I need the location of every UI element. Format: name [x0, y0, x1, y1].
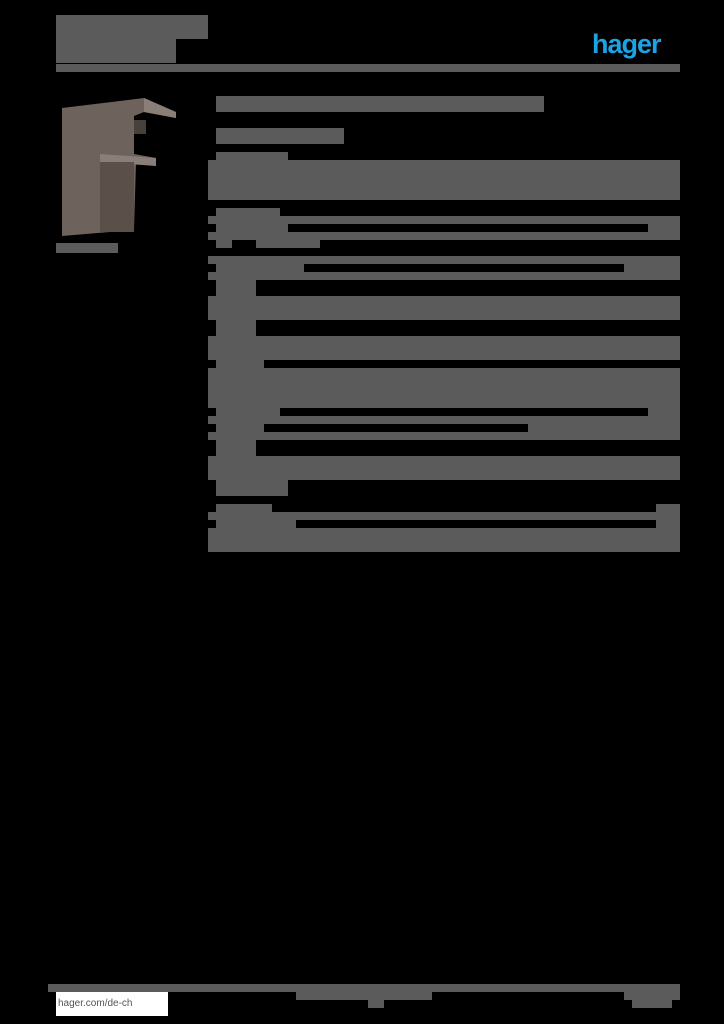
spec-row	[208, 528, 680, 552]
section-heading	[216, 208, 280, 216]
footer-page-number	[624, 992, 680, 1000]
spec-row	[208, 456, 680, 480]
spec-row	[208, 416, 680, 424]
section-heading	[216, 504, 272, 512]
footer-center-text	[296, 992, 432, 1000]
product-caption	[56, 243, 118, 253]
spec-label	[216, 408, 280, 416]
spec-row	[208, 216, 680, 224]
footer-page-number	[632, 1000, 672, 1008]
spec-row	[208, 256, 680, 264]
section-heading	[216, 480, 288, 496]
spec-row	[208, 336, 680, 360]
header-rule	[56, 64, 680, 72]
header-title-line-1	[56, 15, 208, 39]
section-heading	[216, 360, 264, 368]
section-description	[208, 160, 680, 200]
spec-label	[216, 240, 232, 248]
spec-label	[216, 424, 264, 432]
footer-rule	[48, 984, 680, 992]
header-title-line-2	[56, 39, 176, 63]
spec-row	[208, 272, 680, 280]
hager-logo: hager	[592, 29, 662, 59]
spec-value	[528, 424, 680, 432]
spec-value	[648, 224, 680, 232]
spec-row	[208, 512, 680, 520]
spec-label	[216, 264, 304, 272]
page-title	[216, 96, 544, 112]
footer-url-link[interactable]: hager.com/de-ch	[56, 992, 168, 1016]
spec-row	[208, 296, 680, 320]
footer-center-text	[368, 1000, 384, 1008]
spec-label	[216, 224, 288, 232]
product-image	[62, 98, 176, 236]
section-heading	[216, 280, 256, 296]
spec-value	[648, 408, 680, 416]
spec-value	[656, 504, 680, 528]
spec-label	[216, 520, 296, 528]
section-heading	[216, 320, 256, 336]
page-subtitle	[216, 128, 344, 144]
section-heading	[216, 152, 288, 160]
spec-row	[208, 232, 680, 240]
spec-row	[208, 432, 680, 440]
section-heading	[216, 440, 256, 456]
spec-value	[624, 264, 680, 272]
spec-row	[208, 368, 680, 408]
spec-label	[256, 240, 320, 248]
